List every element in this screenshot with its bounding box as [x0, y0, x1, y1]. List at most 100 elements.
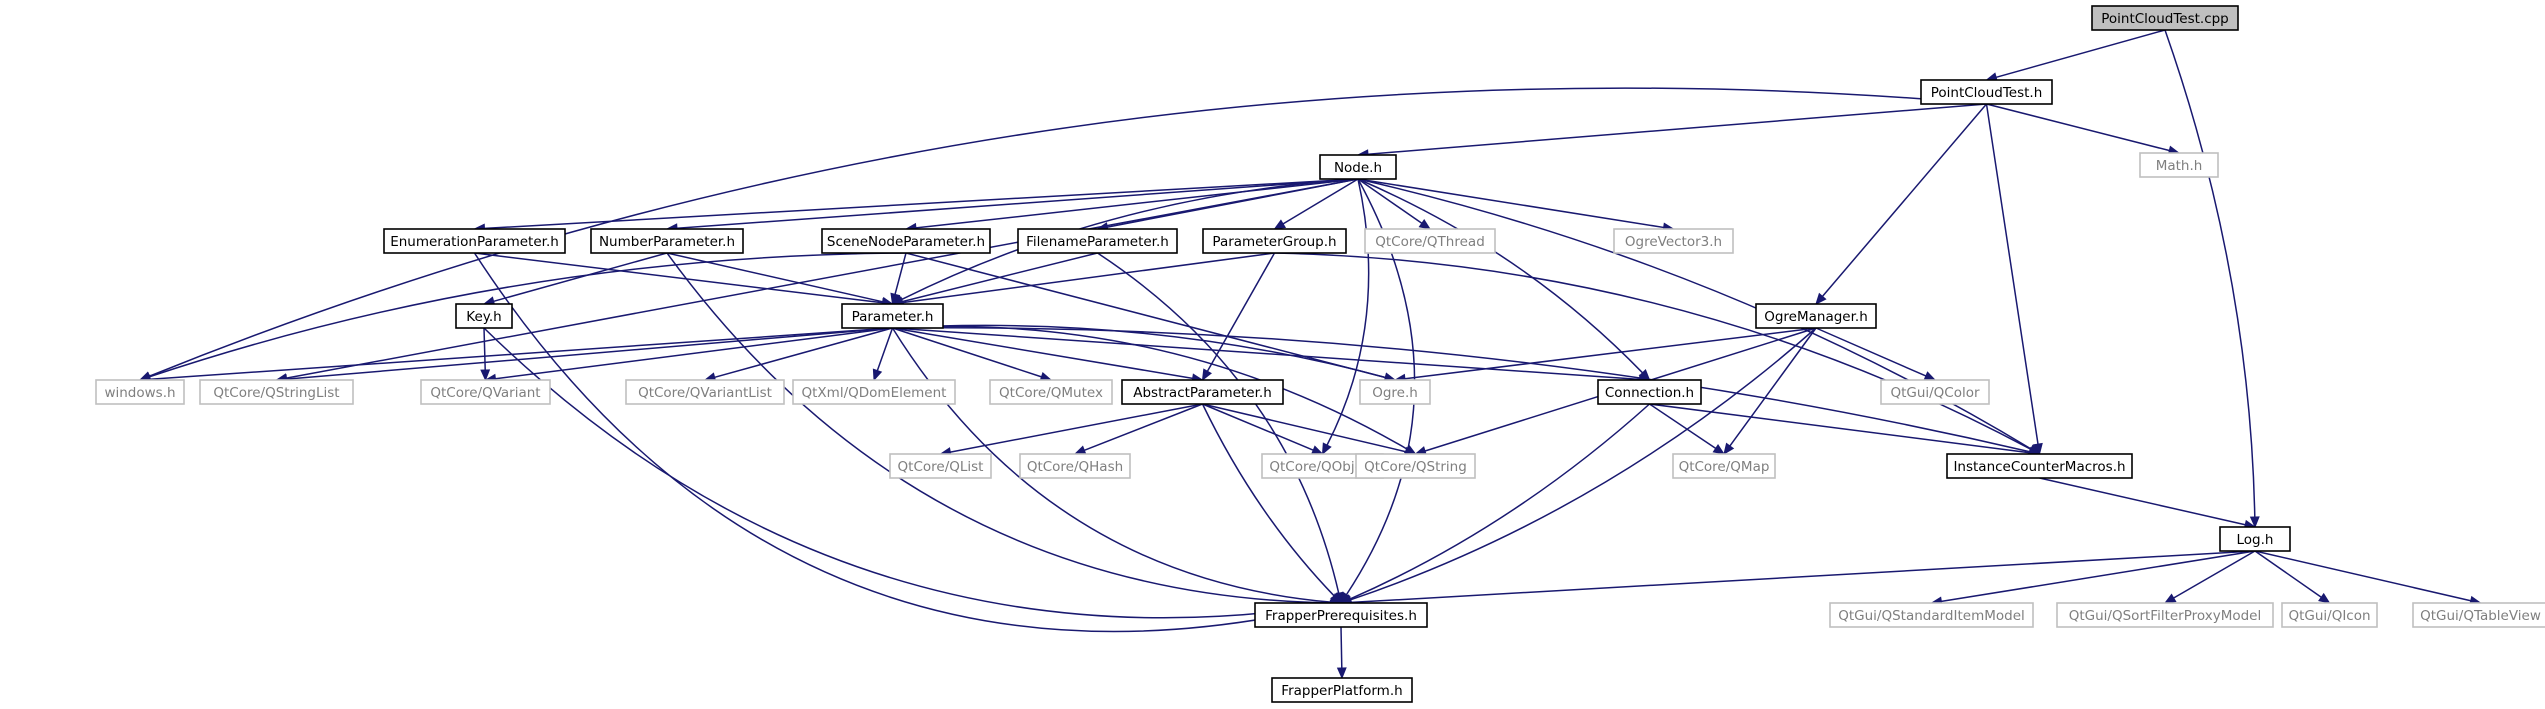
node-log-h[interactable]: Log.h	[2219, 526, 2291, 552]
arrowhead	[1712, 444, 1726, 455]
edge-Log_h-to-FrapperPrerequisites_h	[1339, 550, 2256, 608]
node-qstring: QtCore/QString	[1355, 453, 1476, 479]
node-box	[1880, 379, 1990, 405]
node-frapperprerequisites-h[interactable]: FrapperPrerequisites.h	[1254, 602, 1428, 628]
node-qthread: QtCore/QThread	[1364, 228, 1496, 254]
edge-line	[483, 327, 1332, 619]
node-box	[1672, 453, 1776, 479]
edge-line	[1350, 550, 2256, 604]
node-box	[95, 379, 185, 405]
edge-line	[892, 327, 2030, 453]
edge-line	[1274, 252, 2032, 450]
node-node-h[interactable]: Node.h	[1319, 154, 1397, 180]
arrowhead	[1723, 442, 1735, 456]
node-filenameparameter-h[interactable]: FilenameParameter.h	[1017, 228, 1178, 254]
node-numberparameter-h[interactable]: NumberParameter.h	[590, 228, 744, 254]
edge-Node_h-to-OgreVector3_h	[1357, 178, 1675, 233]
edge-line	[714, 327, 893, 379]
node-box	[1319, 154, 1397, 180]
node-key-h[interactable]: Key.h	[455, 303, 513, 329]
node-label: FrapperPrerequisites.h	[1265, 608, 1417, 624]
node-windows-h: windows.h	[95, 379, 185, 405]
edge-line	[905, 252, 1386, 379]
edge-PointCloudTest_h-to-InstanceCounterMacros_h	[1985, 103, 2043, 456]
node-box	[2091, 5, 2239, 31]
node-box	[625, 379, 785, 405]
node-ogremanager-h[interactable]: OgreManager.h	[1755, 303, 1877, 329]
edge-line	[1357, 178, 1664, 229]
node-box	[1355, 453, 1476, 479]
node-label: QtCore/QThread	[1375, 234, 1485, 250]
edge-line	[1995, 29, 2166, 79]
node-box	[590, 228, 744, 254]
node-ogrevector3-h: OgreVector3.h	[1613, 228, 1734, 254]
node-instancecountermacros-h[interactable]: InstanceCounterMacros.h	[1946, 453, 2133, 479]
node-label: QtCore/QVariant	[430, 385, 540, 401]
edge-line	[1649, 403, 2030, 454]
edge-line	[1097, 252, 1340, 594]
node-label: QtCore/QMutex	[999, 385, 1103, 401]
node-box	[792, 379, 956, 405]
arrowhead	[1418, 218, 1432, 230]
node-qvariant: QtCore/QVariant	[420, 379, 551, 405]
node-parameter-h[interactable]: Parameter.h	[841, 303, 944, 329]
node-label: ParameterGroup.h	[1212, 234, 1336, 250]
edge-Node_h-to-QObject	[1321, 178, 1370, 456]
node-label: QtCore/QStringList	[213, 385, 339, 401]
node-label: Node.h	[1334, 160, 1382, 176]
edge-NumberParameter_h-to-Key_h	[482, 252, 668, 306]
node-box	[1755, 303, 1877, 329]
edge-NumberParameter_h-to-FrapperPrerequisites_h	[666, 252, 1343, 608]
node-label: PointCloudTest.h	[1931, 85, 2043, 101]
node-label: InstanceCounterMacros.h	[1953, 459, 2125, 475]
arrowhead	[1273, 219, 1287, 230]
node-box	[841, 303, 944, 329]
edge-AbstractParameter_h-to-FrapperPrerequisites_h	[1201, 403, 1342, 604]
edge-line	[483, 327, 486, 371]
arrowhead	[2163, 593, 2177, 604]
edge-PointCloudTest_cpp-to-PointCloudTest_h	[1985, 29, 2166, 82]
node-pointcloudtest-cpp[interactable]: PointCloudTest.cpp	[2091, 5, 2239, 31]
node-qstandarditemmodel: QtGui/QStandardItemModel	[1829, 602, 2034, 628]
edge-line	[286, 178, 1359, 379]
edge-line	[1201, 403, 1335, 597]
node-connection-h[interactable]: Connection.h	[1597, 379, 1702, 405]
node-label: Math.h	[2156, 158, 2203, 174]
node-ogre-h: Ogre.h	[1359, 379, 1431, 405]
arrowhead	[890, 292, 900, 306]
edge-AbstractParameter_h-to-QList	[939, 403, 1203, 457]
node-frapperplatform-h[interactable]: FrapperPlatform.h	[1271, 677, 1413, 703]
edge-line	[1649, 403, 1717, 450]
node-box	[2281, 602, 2378, 628]
node-box	[989, 379, 1113, 405]
edge-Parameter_h-to-QVariant	[484, 327, 893, 384]
arrowhead	[2249, 516, 2260, 529]
node-enumerationparameter-h[interactable]: EnumerationParameter.h	[383, 228, 566, 254]
edge-line	[1729, 327, 1817, 447]
edge-line	[2039, 477, 2246, 526]
edge-line	[1202, 403, 1314, 451]
edge-FilenameParameter_h-to-Parameter_h	[891, 252, 1098, 307]
node-pointcloudtest-h[interactable]: PointCloudTest.h	[1920, 79, 2053, 105]
arrowhead	[1923, 371, 1937, 381]
node-label: Log.h	[2237, 532, 2274, 548]
node-parametergroup-h[interactable]: ParameterGroup.h	[1202, 228, 1347, 254]
edge-line	[149, 327, 893, 381]
node-label: QtGui/QIcon	[2288, 608, 2370, 624]
node-box	[2139, 152, 2219, 178]
edge-line	[1367, 103, 1987, 155]
node-box	[2219, 526, 2291, 552]
node-qhash: QtCore/QHash	[1019, 453, 1131, 479]
node-scenenodeparameter-h[interactable]: SceneNodeParameter.h	[821, 228, 991, 254]
edge-line	[2173, 550, 2256, 599]
edge-line	[2164, 29, 2256, 518]
edge-SceneNodeParameter_h-to-windows_h	[138, 252, 907, 382]
edge-line	[894, 252, 907, 295]
edge-line	[950, 403, 1203, 453]
edge-line	[892, 327, 1042, 378]
edge-line	[1815, 327, 1927, 377]
node-abstractparameter-h[interactable]: AbstractParameter.h	[1121, 379, 1284, 405]
node-box	[1829, 602, 2034, 628]
node-label: Connection.h	[1605, 385, 1694, 401]
